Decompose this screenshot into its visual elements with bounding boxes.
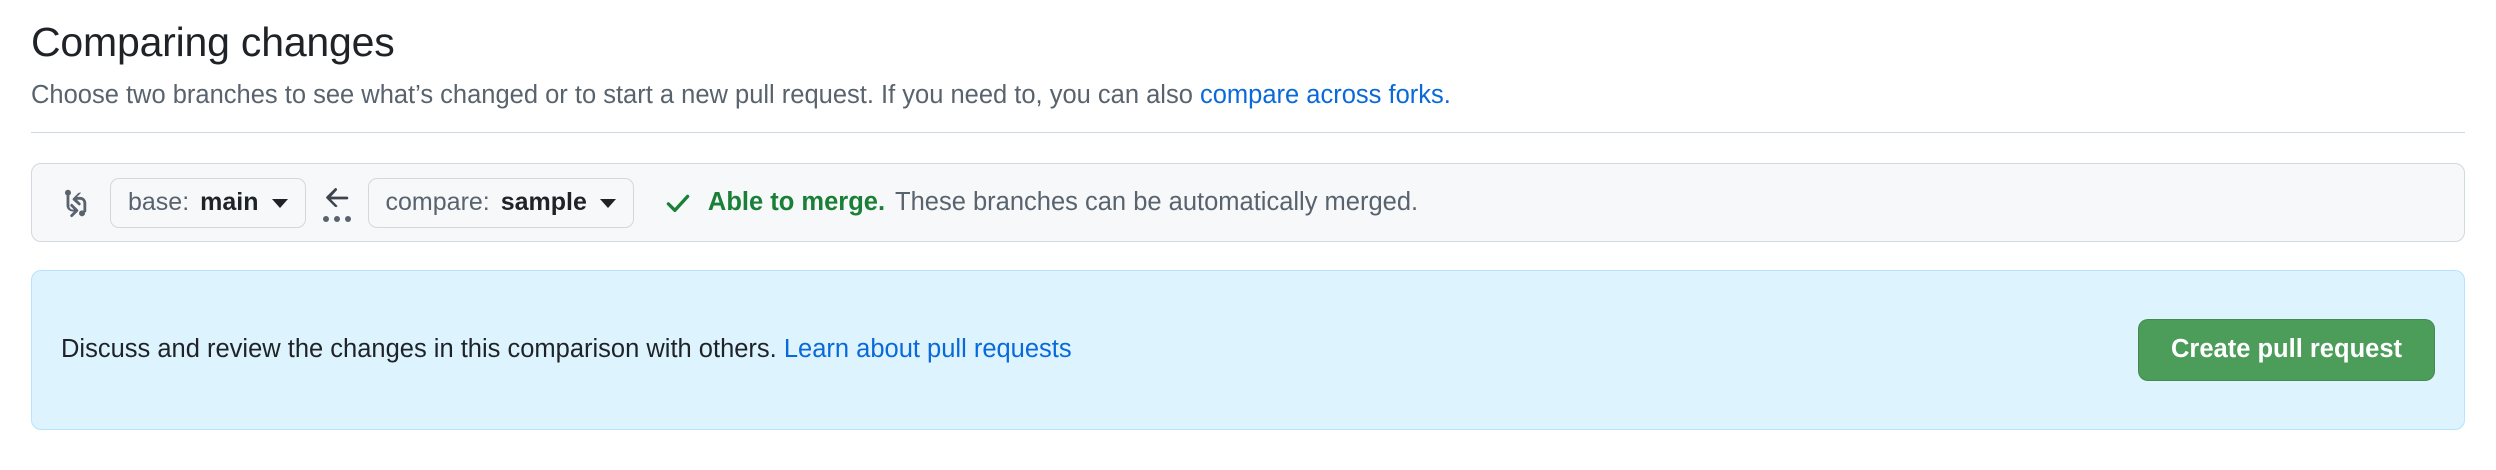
merge-status-headline: Able to merge. [707, 187, 886, 216]
base-branch-value: main [200, 188, 259, 216]
compare-direction-indicator [306, 183, 368, 222]
pull-request-banner: Discuss and review the changes in this c… [31, 270, 2465, 430]
subtitle-period[interactable]: . [1443, 81, 1451, 109]
base-branch-dropdown[interactable]: base: main [110, 177, 306, 228]
branch-comparison-bar: base: main compare: sample [31, 163, 2465, 242]
compare-branch-dropdown[interactable]: compare: sample [367, 177, 634, 228]
arrow-switch-icon [58, 186, 92, 220]
header-divider [31, 132, 2465, 133]
banner-text: Discuss and review the changes in this c… [61, 337, 1072, 363]
compare-across-forks-link[interactable]: compare across forks [1200, 81, 1444, 109]
merge-status-detail: These branches can be automatically merg… [895, 187, 1419, 216]
kebab-horizontal-icon [322, 216, 351, 222]
merge-status: Able to merge. These branches can be aut… [664, 187, 1418, 219]
compare-branch-value: sample [500, 188, 587, 216]
arrow-left-icon [322, 183, 352, 213]
check-icon [664, 187, 696, 219]
create-pull-request-button[interactable]: Create pull request [2138, 319, 2435, 381]
banner-static-text: Discuss and review the changes in this c… [61, 335, 784, 364]
subtitle-text: Choose two branches to see what’s change… [31, 81, 1200, 109]
compare-branch-label: compare: [385, 188, 490, 216]
base-branch-label: base: [128, 188, 190, 216]
chevron-down-icon [271, 199, 288, 208]
chevron-down-icon [599, 199, 616, 208]
page-subtitle: Choose two branches to see what’s change… [31, 70, 2465, 114]
page-title: Comparing changes [31, 19, 395, 65]
learn-about-pull-requests-link[interactable]: Learn about pull requests [783, 335, 1072, 364]
